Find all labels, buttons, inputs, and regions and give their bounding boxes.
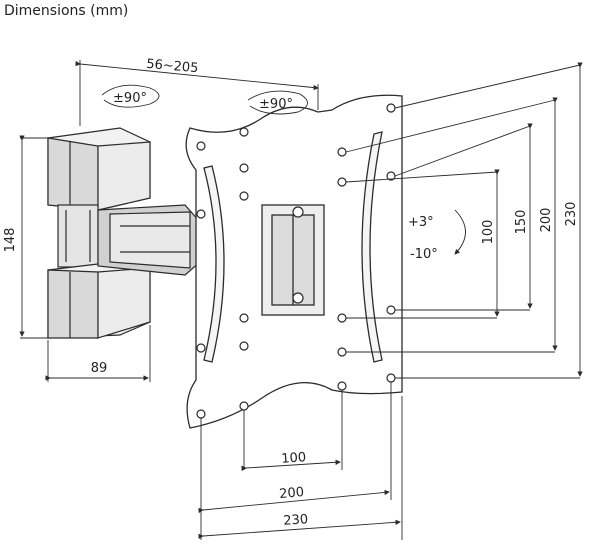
dim-tilt-down: -10°: [410, 247, 438, 262]
dim-wall-height: 148: [3, 228, 18, 253]
vesa-plate: [185, 94, 403, 429]
dim-vesa-v-200: 200: [539, 208, 554, 233]
dim-vesa-h-100: 100: [281, 450, 307, 467]
dim-swivel-right: ±90°: [259, 97, 293, 112]
dim-vesa-h-200: 200: [279, 485, 305, 502]
wall-plate: [47, 127, 151, 339]
dim-vesa-h-230: 230: [283, 512, 309, 529]
dim-vesa-v-230: 230: [564, 202, 579, 227]
swing-arm: [97, 204, 201, 276]
dim-vesa-v-150: 150: [514, 210, 529, 235]
dimension-lines: [19, 60, 583, 540]
dim-vesa-v-100: 100: [481, 220, 496, 245]
dim-wall-width: 89: [91, 361, 108, 376]
page-title: Dimensions (mm): [4, 3, 129, 19]
dim-swivel-left: ±90°: [113, 91, 147, 106]
dim-tilt-up: +3°: [408, 215, 434, 230]
dim-arm-extension: 56~205: [146, 57, 199, 76]
mount-holes: [196, 103, 396, 419]
